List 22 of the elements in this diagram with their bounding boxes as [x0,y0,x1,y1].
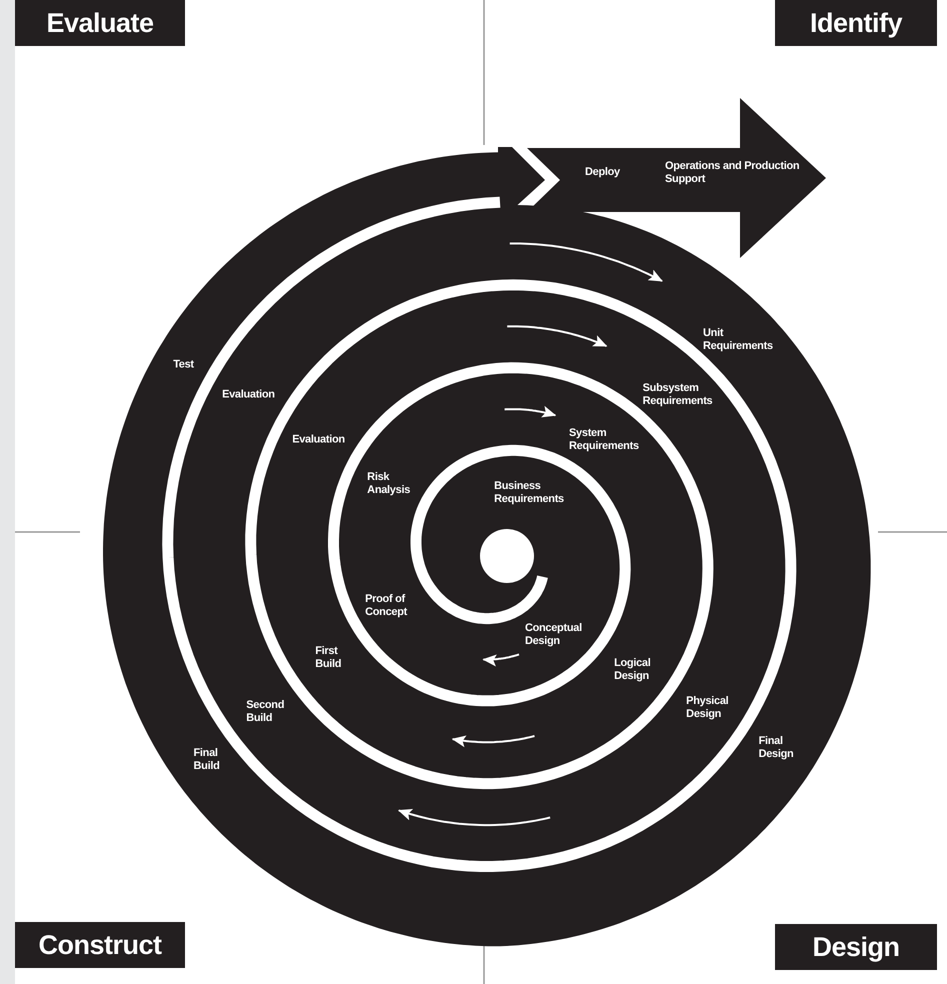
quadrant-label: Design [775,924,937,970]
phase-label: Logical Design [614,657,650,684]
quadrant-label: Evaluate [15,0,185,46]
phase-label: First Build [315,645,342,672]
phase-label: Conceptual Design [524,622,582,648]
phase-label: Final Design [758,734,794,761]
phase-label: Proof of Concept [365,592,408,618]
quadrant-label: Identify [775,0,937,46]
phase-label: Subsystem Requirements [642,382,712,408]
phase-label: Evaluation [292,433,345,446]
phase-label: Business Requirements [494,480,564,506]
phase-label: Risk Analysis [367,471,410,498]
phase-label: Unit Requirements [703,326,773,353]
phase-label: Deploy [585,166,620,179]
quadrant-label: Construct [15,922,185,968]
phase-label: Operations and Production Support [665,160,800,186]
phase-label: Evaluation [222,388,275,402]
phase-label: Second Build [246,699,284,726]
phase-label: Test [173,358,194,372]
phase-label: Final Build [194,746,220,773]
phase-label: Physical Design [686,694,728,721]
phase-label: System Requirements [569,427,639,454]
